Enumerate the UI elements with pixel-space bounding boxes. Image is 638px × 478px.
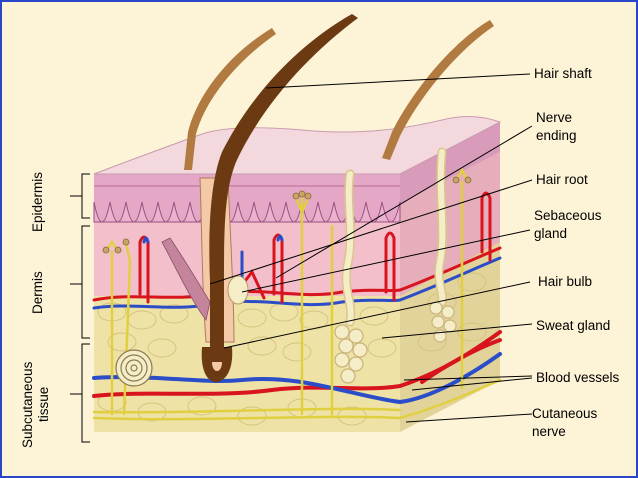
sweat-gland-front bbox=[334, 169, 368, 384]
hair-right bbox=[382, 20, 494, 160]
label-cutaneous-line1: Cutaneous bbox=[532, 406, 598, 421]
nerves bbox=[92, 167, 502, 421]
label-hair-root: Hair root bbox=[536, 172, 588, 187]
label-nerve-ending-line1: Nerve bbox=[536, 110, 572, 125]
label-blood-vessels: Blood vessels bbox=[536, 370, 620, 385]
label-cutaneous-line2: nerve bbox=[532, 424, 566, 439]
label-sebaceous-line1: Sebaceous bbox=[534, 208, 602, 223]
label-nerve-ending-line2: ending bbox=[536, 128, 577, 143]
nerve-ending-bulbs bbox=[102, 176, 472, 254]
label-epidermis: Epidermis bbox=[30, 172, 45, 232]
hair-left bbox=[184, 28, 276, 170]
main-hair bbox=[161, 14, 358, 382]
label-subcutaneous-line2: tissue bbox=[36, 387, 51, 422]
layer-brackets bbox=[70, 173, 90, 443]
pacinian-corpuscle bbox=[115, 349, 153, 387]
sweat-gland-back bbox=[429, 147, 457, 343]
label-sebaceous-line2: gland bbox=[534, 226, 567, 241]
label-sweat-gland: Sweat gland bbox=[536, 318, 610, 333]
label-hair-shaft: Hair shaft bbox=[534, 66, 592, 81]
leader-lines bbox=[209, 73, 533, 423]
label-hair-bulb: Hair bulb bbox=[538, 274, 592, 289]
label-subcutaneous-line1: Subcutaneous bbox=[20, 361, 35, 448]
epidermis-right-face bbox=[400, 122, 500, 204]
label-dermis: Dermis bbox=[30, 271, 45, 314]
dermis-right-face bbox=[400, 152, 500, 296]
